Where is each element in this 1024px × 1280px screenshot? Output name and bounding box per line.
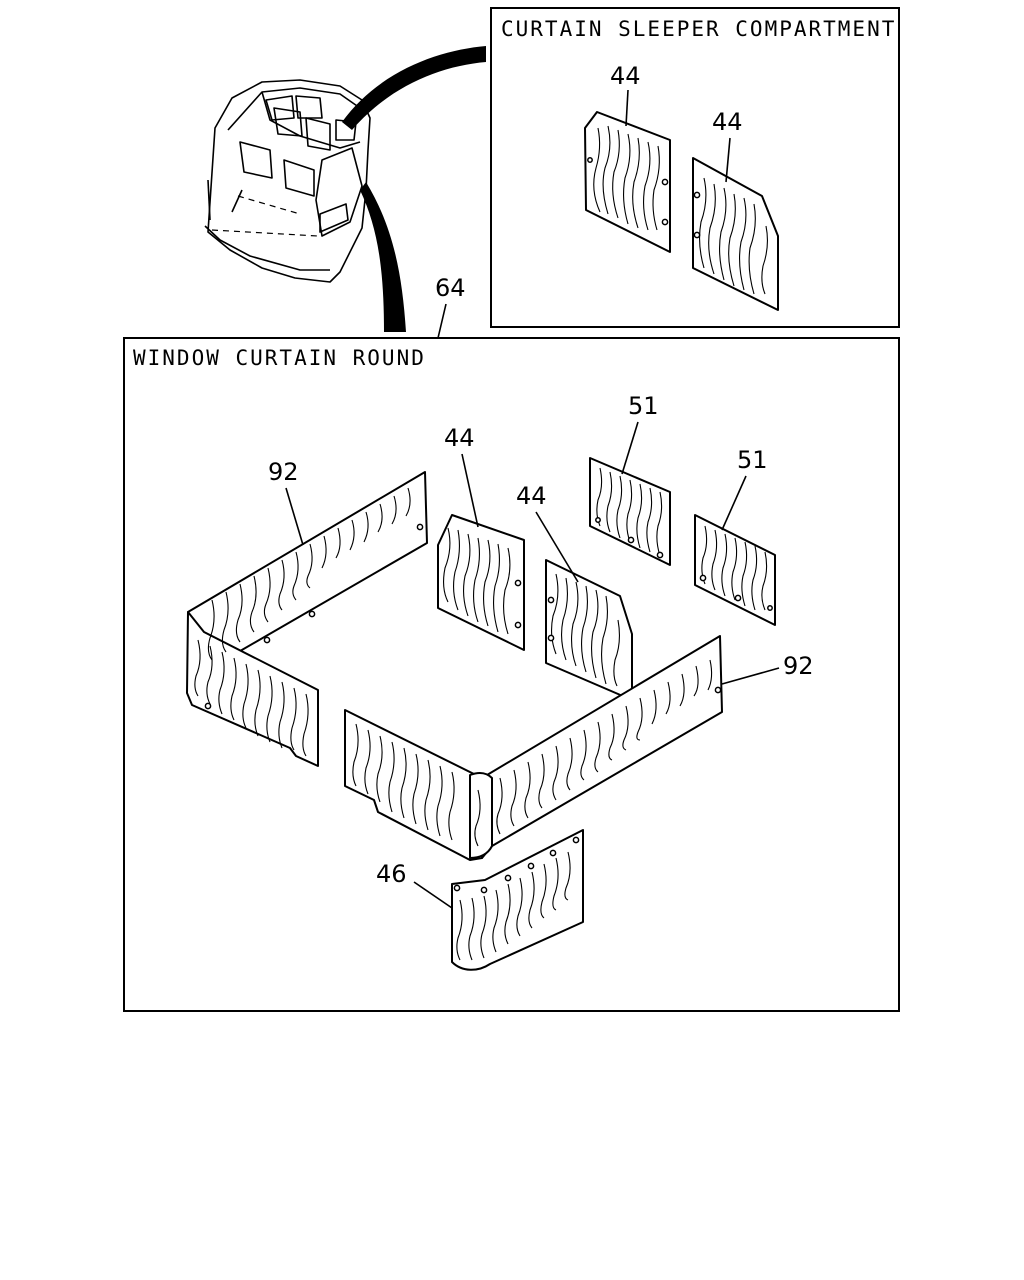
callout-round-51-a: 51 bbox=[628, 392, 659, 420]
round-curtain-corner bbox=[469, 772, 493, 859]
cab-illustration bbox=[204, 46, 486, 332]
callout-round-46: 46 bbox=[376, 860, 407, 888]
callout-round-92-right: 92 bbox=[783, 652, 814, 680]
round-curtain-44-a bbox=[437, 514, 525, 651]
callout-64: 64 bbox=[435, 274, 466, 302]
callout-sleeper-44-b: 44 bbox=[712, 108, 743, 136]
sleeper-curtain-left bbox=[584, 111, 671, 253]
sleeper-compartment-box: CURTAIN SLEEPER COMPARTMENT 44 44 bbox=[490, 7, 900, 328]
window-box-title: WINDOW CURTAIN ROUND bbox=[133, 346, 426, 370]
sleeper-curtain-right bbox=[692, 157, 779, 311]
window-frame bbox=[123, 337, 900, 1012]
round-curtain-right-waves bbox=[352, 659, 713, 847]
round-curtain-46 bbox=[451, 829, 584, 971]
sleeper-frame bbox=[490, 7, 900, 328]
round-curtain-51-a bbox=[589, 457, 671, 566]
callout-sleeper-44-a: 44 bbox=[610, 62, 641, 90]
callout-round-51-b: 51 bbox=[737, 446, 768, 474]
round-curtain-left-back bbox=[187, 471, 428, 665]
pointer-to-sleeper bbox=[342, 46, 486, 130]
pointer-to-window bbox=[360, 182, 406, 332]
callout-round-92-left: 92 bbox=[268, 458, 299, 486]
sleeper-box-title: CURTAIN SLEEPER COMPARTMENT bbox=[501, 17, 896, 41]
round-curtain-left-waves bbox=[194, 487, 411, 757]
round-curtain-left-side bbox=[186, 611, 319, 767]
callout-round-44-b: 44 bbox=[516, 482, 547, 510]
callout-round-44-a: 44 bbox=[444, 424, 475, 452]
round-curtain-51-b bbox=[694, 514, 776, 626]
window-curtain-box: WINDOW CURTAIN ROUND 64 bbox=[123, 274, 900, 1012]
